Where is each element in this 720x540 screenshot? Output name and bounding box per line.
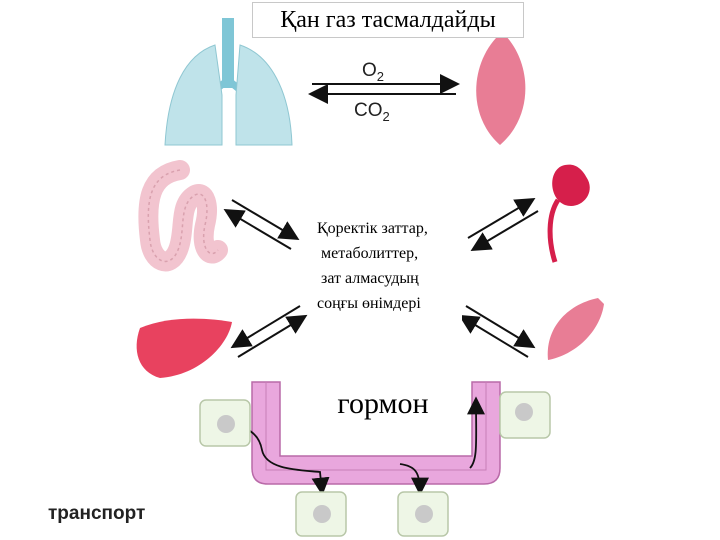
hormone-label: гормон [327,382,439,426]
center-line-3: зат алмасудың [321,270,419,287]
intestine-icon [138,160,228,272]
liver-icon [136,318,232,378]
gas-exchange-arrows [308,74,460,104]
cell-icon [397,491,449,537]
diagram-title: Қан газ тасмалдайды [252,2,524,38]
cell-icon [295,491,347,537]
muscle-icon [476,32,526,145]
center-line-4: соңғы өнімдері [317,295,421,312]
muscle-icon [547,298,604,360]
blood-vessel-icon [251,381,501,485]
lungs-icon [164,18,293,146]
cell-icon [199,399,251,447]
nutrients-box: Қоректік заттар, метаболиттер, зат алмас… [309,210,462,356]
co2-label: CO2 [354,100,390,124]
cell-icon [499,391,551,439]
kidney-icon [547,164,590,263]
o2-label: O2 [362,60,385,84]
transport-label: транспорт [48,503,146,524]
center-line-2: метаболиттер, [321,245,419,262]
center-line-1: Қоректік заттар, [317,220,428,237]
exchange-arrows [223,197,539,358]
